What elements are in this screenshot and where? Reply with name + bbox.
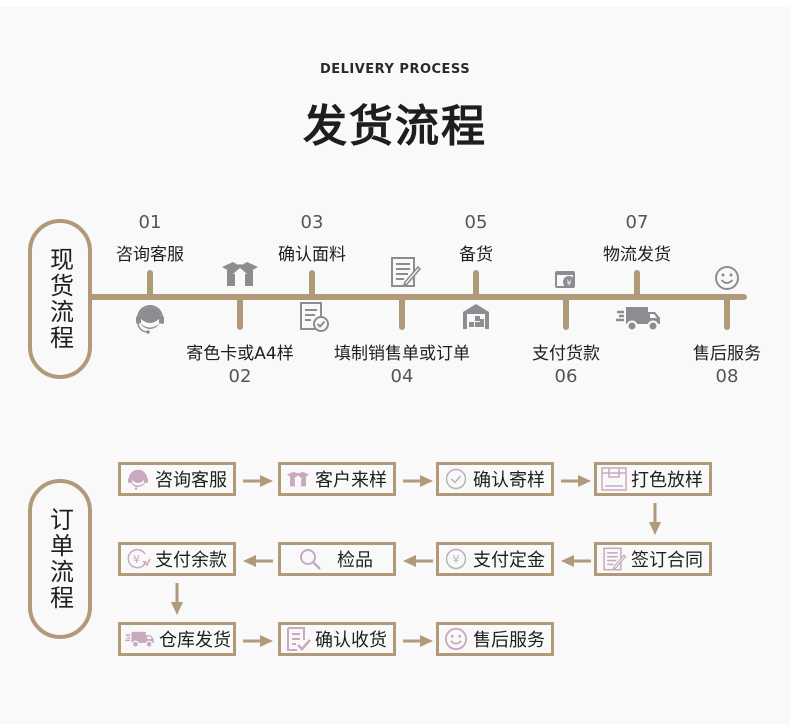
delivery-truck-icon [616,304,662,336]
flow-step-label: 售后服务 [473,630,545,651]
step-label: 填制销售单或订单 [334,344,470,364]
headset-icon [132,300,168,340]
flow-step-pay-deposit: ¥ 支付定金 [436,542,554,576]
step-number: 04 [390,366,414,387]
step-label: 咨询客服 [116,245,184,265]
top-strip [0,0,790,7]
svg-text:¥: ¥ [566,279,571,288]
step-label: 确认面料 [278,245,346,265]
step-number: 03 [300,212,324,233]
arrow-left [243,555,273,567]
timeline-tick [309,270,315,298]
timeline-tick [724,296,730,330]
document-check-icon [297,300,331,338]
flow-step-customer-sample: 客户来样 [278,462,396,496]
timeline-tick [473,270,479,298]
flow-step-label: 确认收货 [315,630,387,651]
package-box-icon [285,466,311,492]
delivery-truck-icon [125,626,155,652]
order-process-label: 订单流程 [28,479,92,639]
wallet-yen-icon: ¥ [554,270,578,294]
flow-step-confirm-receipt: 确认收货 [278,622,396,656]
timeline-tick [563,296,569,330]
order-process-label-text: 订单流程 [45,507,74,611]
document-check-icon [285,626,311,652]
arrow-right [561,475,591,487]
flow-step-after-sales: 售后服务 [436,622,554,656]
smiley-icon [443,626,469,652]
flow-step-label: 签订合同 [631,550,703,571]
step-label: 备货 [459,245,493,265]
flow-step-label: 支付定金 [473,550,545,571]
timeline-line [88,294,747,300]
layout-icon [601,466,627,492]
flow-step-label: 支付余款 [155,550,227,571]
timeline-tick [634,270,640,298]
flow-step-label: 客户来样 [315,470,387,491]
flow-step-confirm-sample: 确认寄样 [436,462,554,496]
flow-step-inspection: 检品 [278,542,396,576]
step-label: 寄色卡或A4样 [186,344,294,364]
yen-refund-icon: ¥ [125,546,151,572]
arrow-right [403,635,433,647]
warehouse-icon [461,302,491,334]
flow-step-label: 打色放样 [631,470,703,491]
check-circle-icon [443,466,469,492]
step-number: 02 [228,366,252,387]
yen-circle-icon: ¥ [443,546,469,572]
flow-step-label: 仓库发货 [159,630,231,651]
step-number: 06 [554,366,578,387]
stock-process-label: 现货流程 [28,219,92,379]
flow-step-label: 咨询客服 [155,470,227,491]
step-number: 07 [625,212,649,233]
timeline-tick [399,296,405,330]
svg-text:¥: ¥ [133,553,140,566]
package-box-icon [219,258,261,294]
timeline-tick [237,296,243,330]
stock-process-label-text: 现货流程 [45,247,74,351]
flow-step-color-sampling: 打色放样 [594,462,712,496]
arrow-down [171,583,183,615]
arrow-left [561,555,591,567]
arrow-left [403,555,433,567]
arrow-right [403,475,433,487]
step-number: 08 [715,366,739,387]
flow-step-label: 确认寄样 [473,470,545,491]
arrow-right [243,475,273,487]
flow-step-consult: 咨询客服 [118,462,236,496]
step-label: 物流发货 [603,245,671,265]
step-number: 05 [464,212,488,233]
headset-icon [125,466,151,492]
smiley-icon [714,265,740,295]
arrow-down [649,503,661,535]
flow-step-sign-contract: 签订合同 [594,542,712,576]
flow-step-warehouse-shipping: 仓库发货 [118,622,236,656]
flow-step-pay-balance: ¥ 支付余款 [118,542,236,576]
search-icon [297,546,323,572]
document-edit-icon [388,255,422,293]
step-number: 01 [138,212,162,233]
page-subtitle: DELIVERY PROCESS [319,62,471,77]
page-title: 发货流程 [303,101,487,152]
flow-step-label: 检品 [337,550,373,571]
document-edit-icon [601,546,627,572]
step-label: 支付货款 [532,344,600,364]
timeline-tick [147,270,153,298]
svg-text:¥: ¥ [453,553,460,566]
step-label: 售后服务 [693,344,761,364]
arrow-right [243,635,273,647]
